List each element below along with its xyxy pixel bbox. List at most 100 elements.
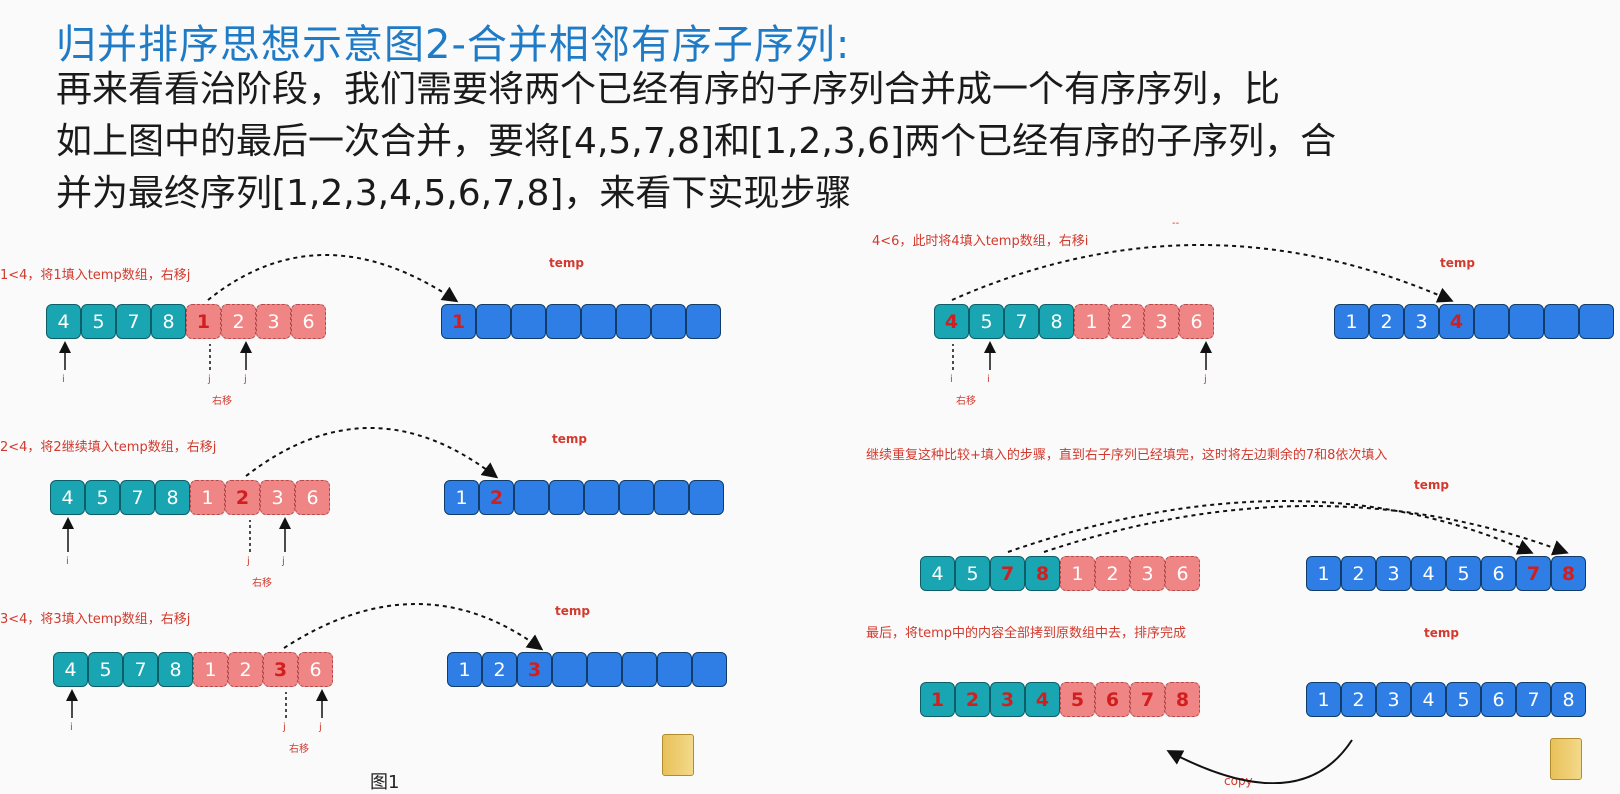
t4-cell-2: 3: [1404, 304, 1439, 339]
a2-cell-6: 3: [260, 480, 295, 515]
a6-cell-6: 7: [1130, 682, 1165, 717]
t3-cell-6: [657, 652, 692, 687]
a2-cell-5: 2: [225, 480, 260, 515]
t5-cell-5: 6: [1481, 556, 1516, 591]
move-arrow-1: [207, 254, 459, 303]
page-title: 归并排序思想示意图2-合并相邻有序子序列:: [56, 22, 851, 68]
figure-caption: 图1: [370, 772, 400, 793]
a3-cell-6: 3: [263, 652, 298, 687]
a5-cell-0: 4: [920, 556, 955, 591]
step4-note: 4<6，此时将4填入temp数组，右移i: [872, 234, 1089, 249]
move-arrow-3: [283, 603, 544, 651]
a1-cell-2: 7: [116, 304, 151, 339]
move-arrow-2: [245, 427, 499, 479]
copy-arrow: [1166, 739, 1353, 784]
t3-cell-2: 3: [517, 652, 552, 687]
pointer-j-old-1: j: [208, 374, 211, 385]
t5-cell-3: 4: [1411, 556, 1446, 591]
t2-cell-1: 2: [479, 480, 514, 515]
t4-cell-1: 2: [1369, 304, 1404, 339]
a5-cell-7: 6: [1165, 556, 1200, 591]
step5-note: 继续重复这种比较+填入的步骤，直到右子序列已经填完，这时将左边剩余的7和8依次填…: [866, 448, 1388, 463]
t4-cell-5: [1509, 304, 1544, 339]
a4-cell-7: 6: [1179, 304, 1214, 339]
a6-cell-3: 4: [1025, 682, 1060, 717]
t6-cell-4: 5: [1446, 682, 1481, 717]
t6-cell-7: 8: [1551, 682, 1586, 717]
paragraph-line-3: 并为最终序列[1,2,3,4,5,6,7,8]，来看下实现步骤: [56, 173, 852, 214]
t3-cell-4: [587, 652, 622, 687]
move-arrow-4: [951, 244, 1454, 303]
a4-cell-2: 7: [1004, 304, 1039, 339]
t2-cell-0: 1: [444, 480, 479, 515]
a6-cell-7: 8: [1165, 682, 1200, 717]
a1-cell-4: 1: [186, 304, 221, 339]
a3-cell-5: 2: [228, 652, 263, 687]
t1-cell-5: [616, 304, 651, 339]
a4-cell-4: 1: [1074, 304, 1109, 339]
t2-cell-3: [549, 480, 584, 515]
step1-note: 1<4，将1填入temp数组，右移j: [0, 268, 191, 283]
temp-label-4: temp: [1440, 256, 1475, 270]
t5-cell-2: 3: [1376, 556, 1411, 591]
a1-cell-1: 5: [81, 304, 116, 339]
a2-cell-2: 7: [120, 480, 155, 515]
temp-label-3: temp: [555, 604, 590, 618]
a6-cell-4: 5: [1060, 682, 1095, 717]
a5-cell-1: 5: [955, 556, 990, 591]
pointer-i-4: i: [987, 374, 990, 385]
temp-label-2: temp: [552, 432, 587, 446]
pointer-i-3: i: [70, 722, 73, 733]
t2-cell-4: [584, 480, 619, 515]
zip-file-icon[interactable]: [662, 734, 694, 776]
t6-cell-5: 6: [1481, 682, 1516, 717]
temp-label-5: temp: [1414, 478, 1449, 492]
shift-label-3: 右移: [289, 744, 309, 755]
a6-cell-1: 2: [955, 682, 990, 717]
t4-cell-3: 4: [1439, 304, 1474, 339]
t1-cell-0: 1: [441, 304, 476, 339]
temp-label-6: temp: [1424, 626, 1459, 640]
a4-cell-6: 3: [1144, 304, 1179, 339]
t4-cell-7: [1579, 304, 1614, 339]
t1-cell-4: [581, 304, 616, 339]
t1-cell-1: [476, 304, 511, 339]
a4-cell-5: 2: [1109, 304, 1144, 339]
pointer-i-1: i: [62, 374, 65, 385]
t2-cell-6: [654, 480, 689, 515]
a2-cell-0: 4: [50, 480, 85, 515]
a6-cell-5: 6: [1095, 682, 1130, 717]
a2-cell-7: 6: [295, 480, 330, 515]
t3-cell-5: [622, 652, 657, 687]
t2-cell-7: [689, 480, 724, 515]
a3-cell-2: 7: [123, 652, 158, 687]
pointer-i-old-4: i: [950, 374, 953, 385]
t5-cell-4: 5: [1446, 556, 1481, 591]
t5-cell-0: 1: [1306, 556, 1341, 591]
top-dash-mark: --: [1172, 218, 1180, 229]
t6-cell-1: 2: [1341, 682, 1376, 717]
t5-cell-6: 7: [1516, 556, 1551, 591]
a5-cell-5: 2: [1095, 556, 1130, 591]
a6-cell-2: 3: [990, 682, 1025, 717]
temp-array-step1: 1: [441, 304, 721, 339]
zip-file-icon-2[interactable]: [1550, 738, 1582, 780]
pointer-j-4: j: [1204, 374, 1207, 385]
shift-label-4: 右移: [956, 396, 976, 407]
t3-cell-3: [552, 652, 587, 687]
a1-cell-7: 6: [291, 304, 326, 339]
t5-cell-7: 8: [1551, 556, 1586, 591]
t4-cell-0: 1: [1334, 304, 1369, 339]
t5-cell-1: 2: [1341, 556, 1376, 591]
t4-cell-6: [1544, 304, 1579, 339]
a2-cell-3: 8: [155, 480, 190, 515]
t3-cell-1: 2: [482, 652, 517, 687]
pointer-j-2: j: [282, 556, 285, 567]
t2-cell-5: [619, 480, 654, 515]
